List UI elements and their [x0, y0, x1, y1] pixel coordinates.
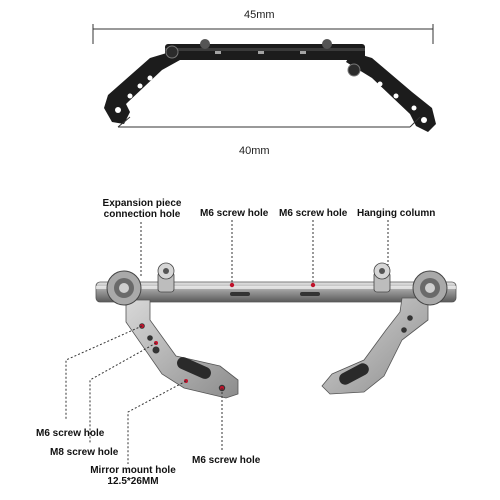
m6-screw-hole-label-d: M6 screw hole — [192, 455, 261, 466]
dimension-45mm-line — [92, 24, 434, 44]
dimension-40mm-label: 40mm — [239, 145, 270, 157]
expansion-hole-label: Expansion piece connection hole — [100, 198, 184, 220]
silver-bracket — [95, 262, 457, 399]
dimension-40mm-line — [117, 116, 421, 128]
m6-screw-hole-label-a: M6 screw hole — [200, 208, 269, 219]
hanging-column-label: Hanging column — [357, 208, 436, 219]
m8-screw-hole-label: M8 screw hole — [50, 447, 119, 458]
dark-bracket — [104, 39, 436, 132]
mirror-mount-hole-label-line2: 12.5*26MM — [107, 476, 159, 487]
mirror-mount-hole-label: Mirror mount hole 12.5*26MM — [86, 465, 180, 487]
m6-hole-marker-a — [229, 282, 235, 288]
leader-lines — [65, 220, 389, 464]
m6-screw-hole-label-c: M6 screw hole — [36, 428, 105, 439]
m6-hole-marker-b — [310, 282, 316, 288]
expansion-hole-label-line2: connection hole — [103, 209, 181, 220]
dimension-45mm-label: 45mm — [244, 9, 275, 21]
m6-screw-hole-label-b: M6 screw hole — [279, 208, 348, 219]
mirror-mount-hole-label-line1: Mirror mount hole — [90, 465, 176, 476]
expansion-hole-label-line1: Expansion piece — [102, 198, 182, 209]
